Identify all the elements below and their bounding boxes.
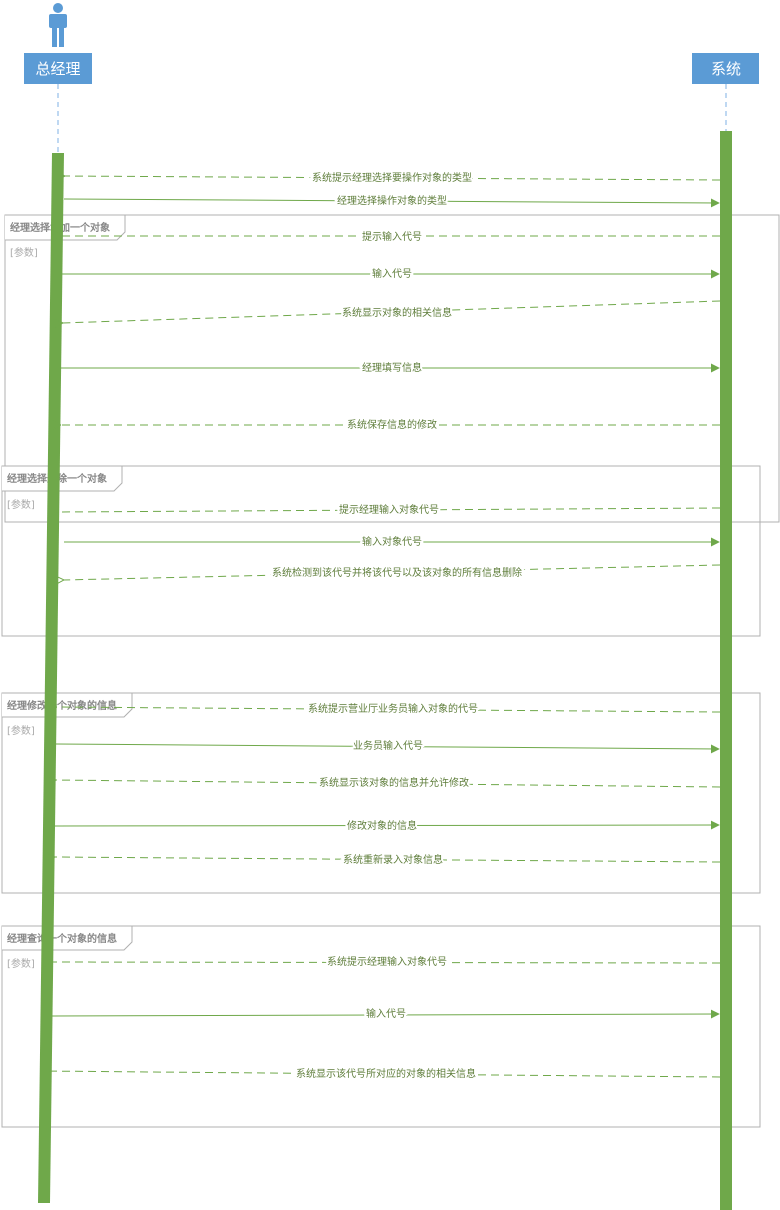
message-12[interactable]: 系统显示该对象的信息并允许修改	[55, 774, 721, 791]
message-0[interactable]: 系统提示经理选择要操作对象的类型	[64, 169, 721, 186]
message-1[interactable]: 经理选择操作对象的类型	[63, 192, 720, 209]
message-15-label: 系统提示经理输入对象代号	[327, 955, 447, 968]
message-4[interactable]: 系统显示对象的相关信息	[62, 300, 721, 323]
frame-modify-object-border	[1, 692, 761, 894]
message-7[interactable]: 提示经理输入对象代号	[58, 501, 721, 518]
message-9[interactable]: 系统检测到该代号并将该代号以及该对象的所有信息删除	[63, 564, 721, 580]
frame-query-object-border	[1, 925, 761, 1128]
message-10[interactable]: 系统提示营业厅业务员输入对象的代号	[56, 700, 721, 717]
message-6[interactable]: 系统保存信息的修改	[60, 416, 720, 433]
frame-query-object-ref: [参数]	[7, 957, 35, 970]
frame-add-object-border	[4, 214, 780, 523]
message-2[interactable]: 提示输入代号	[62, 228, 720, 245]
message-15[interactable]: 系统提示经理输入对象代号	[52, 953, 721, 970]
frame-add-object-tab	[5, 214, 126, 241]
frame-query-object-tab	[2, 925, 133, 951]
messages: 系统提示经理选择要操作对象的类型 经理选择操作对象的类型 提示输入代号 输入代号…	[39, 169, 721, 1082]
frame-modify-object-title: 经理修改一个对象的信息	[7, 699, 117, 712]
message-7-label: 提示经理输入对象代号	[339, 503, 439, 516]
lifeline-manager-activation	[38, 153, 64, 1203]
message-3[interactable]: 输入代号	[62, 265, 720, 282]
message-8[interactable]: 输入对象代号	[64, 533, 720, 550]
message-16[interactable]: 输入代号	[51, 1005, 720, 1022]
actor-manager[interactable]: 总经理	[24, 3, 92, 153]
message-11-label: 业务员输入代号	[353, 739, 423, 752]
message-13-label: 修改对象的信息	[347, 819, 417, 832]
message-5-label: 经理填写信息	[362, 361, 422, 374]
actor-system[interactable]: 系统	[692, 53, 759, 131]
message-10-label: 系统提示营业厅业务员输入对象的代号	[308, 702, 478, 715]
message-6-label: 系统保存信息的修改	[347, 418, 437, 431]
actor-system-label: 系统	[711, 60, 741, 78]
message-12-label: 系统显示该对象的信息并允许修改	[319, 776, 469, 789]
message-4-label: 系统显示对象的相关信息	[342, 306, 452, 319]
frame-query-object-title: 经理查询一个对象的信息	[7, 932, 117, 945]
frame-delete-object-border	[1, 465, 761, 637]
message-17-label: 系统显示该代号所对应的对象的相关信息	[296, 1067, 476, 1080]
message-1-label: 经理选择操作对象的类型	[337, 194, 447, 207]
frame-query-object: 经理查询一个对象的信息 [参数]	[1, 925, 761, 1128]
message-14-label: 系统重新录入对象信息	[343, 853, 443, 866]
person-icon	[49, 3, 67, 47]
message-14[interactable]: 系统重新录入对象信息	[54, 851, 721, 868]
lifeline-system-activation	[720, 131, 732, 1210]
actor-system-box	[692, 53, 759, 84]
message-5[interactable]: 经理填写信息	[61, 359, 720, 376]
message-3-label: 输入代号	[372, 267, 412, 280]
frame-modify-object-tab	[2, 692, 133, 718]
message-8-label: 输入对象代号	[362, 535, 422, 548]
message-13[interactable]: 修改对象的信息	[54, 817, 720, 834]
message-16-label: 输入代号	[366, 1007, 406, 1020]
actor-manager-box	[24, 53, 92, 84]
message-0-label: 系统提示经理选择要操作对象的类型	[312, 171, 472, 184]
frame-add-object-ref: [参数]	[10, 246, 38, 259]
frame-delete-object-tab	[2, 465, 123, 492]
frame-delete-object-ref: [参数]	[7, 498, 35, 511]
actor-manager-label: 总经理	[35, 60, 80, 78]
message-11[interactable]: 业务员输入代号	[55, 737, 720, 754]
frame-delete-object: 经理选择删除一个对象 [参数]	[1, 465, 761, 637]
message-9-label: 系统检测到该代号并将该代号以及该对象的所有信息删除	[272, 566, 522, 579]
message-17[interactable]: 系统显示该代号所对应的对象的相关信息	[39, 1065, 721, 1082]
frame-modify-object: 经理修改一个对象的信息 [参数]	[1, 692, 761, 894]
message-2-label: 提示输入代号	[362, 230, 422, 243]
frame-modify-object-ref: [参数]	[7, 724, 35, 737]
